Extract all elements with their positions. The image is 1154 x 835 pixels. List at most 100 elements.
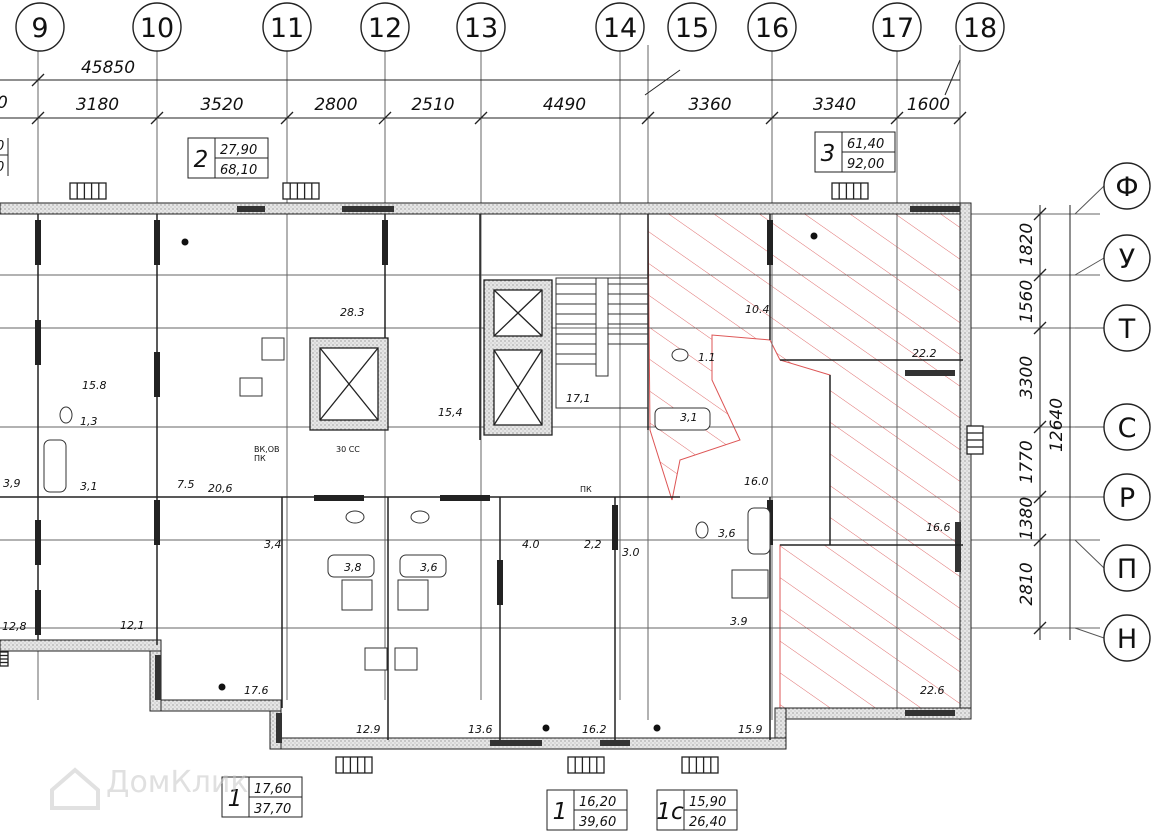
grid-bubble-Н: Н	[1074, 614, 1151, 662]
room-area: 10.4	[745, 303, 770, 316]
apartment-total-area: 37,70	[254, 802, 291, 817]
dimension-tick	[641, 111, 655, 125]
grid-bubble-label: 17	[880, 13, 914, 44]
watermark-text: ДомКлик	[106, 765, 249, 800]
bathroom-fixtures	[43, 337, 771, 671]
grid-bubble-label: Р	[1119, 483, 1135, 514]
grid-bubble-label: 14	[603, 13, 637, 44]
staircase	[555, 277, 649, 409]
grid-bubble-label: 13	[464, 13, 498, 44]
room-area: 15.9	[738, 723, 763, 736]
apartment-rooms: 1	[553, 799, 568, 825]
overall-right-dimension: 12640	[1047, 398, 1067, 452]
watermark: ДомКлик	[50, 765, 249, 810]
left-cut-tag-bottom: 0	[0, 160, 4, 175]
room-area: 2,2	[584, 538, 602, 551]
dimension-tick	[890, 111, 904, 125]
grid-bubble-13: 13	[456, 2, 506, 52]
dimension-ticks	[31, 73, 1047, 635]
apartment-total-area: 26,40	[689, 815, 726, 830]
inner-walls	[0, 214, 963, 740]
room-area: 12,1	[120, 619, 145, 632]
dimension-tick	[1033, 207, 1047, 221]
top-dimension-2800: 2800	[314, 95, 357, 115]
dimension-tick	[1033, 321, 1047, 335]
apartment-living-area: 15,90	[689, 795, 726, 810]
room-area: 20,6	[208, 482, 233, 495]
grid-bubble-18: 18	[955, 2, 1005, 52]
grid-bubble-label: Ф	[1115, 172, 1138, 203]
grid-bubble-У: У	[1074, 234, 1151, 282]
room-area: 1,3	[80, 415, 98, 428]
grid-bubble-11: 11	[262, 2, 312, 52]
grid-bubble-label: 18	[963, 13, 997, 44]
grid-bubble-label: У	[1119, 244, 1135, 275]
room-area: 7.5	[177, 478, 195, 491]
top-dimension-left-cut: 0	[0, 93, 8, 113]
apartment-rooms: 3	[821, 141, 836, 167]
room-area: 22.6	[920, 684, 945, 697]
grid-bubble-label: П	[1117, 554, 1137, 585]
vent-grille	[335, 756, 373, 774]
small-label: ВК,ОВ	[254, 445, 280, 454]
apartment-total-area: 92,00	[847, 157, 884, 172]
room-area: 4.0	[522, 538, 540, 551]
dimension-tick	[31, 73, 45, 87]
grid-bubble-С: С	[1075, 403, 1151, 451]
left-cut-tag: 0 0	[0, 138, 9, 176]
right-dimension-1820: 1820	[1017, 223, 1037, 266]
apartment-rooms: 2	[194, 147, 209, 173]
dimension-tick	[1033, 621, 1047, 635]
grid-bubble-label: Н	[1117, 624, 1137, 655]
right-dimension-lines	[1039, 205, 1071, 640]
apartment-3-hatch	[647, 212, 964, 715]
room-area: 3.9	[730, 615, 748, 628]
room-area: 28.3	[340, 306, 365, 319]
apartment-rooms: 1	[228, 786, 243, 812]
small-label: ПК	[254, 454, 266, 463]
grid-bubble-label: 10	[140, 13, 174, 44]
room-area: 17.6	[244, 684, 269, 697]
top-dimension-3340: 3340	[813, 95, 856, 115]
room-markers	[181, 232, 818, 732]
room-area: 16.0	[744, 475, 769, 488]
dimension-tick	[280, 111, 294, 125]
room-area: 15,4	[438, 406, 463, 419]
top-dimension-2510: 2510	[411, 95, 454, 115]
dimension-tick	[150, 111, 164, 125]
room-area: 12.9	[356, 723, 381, 736]
room-area: 22.2	[912, 347, 937, 360]
right-dimension-1560: 1560	[1017, 280, 1037, 323]
room-area: 3,4	[264, 538, 282, 551]
room-area: 1.1	[698, 351, 716, 364]
room-area: 3.0	[622, 546, 640, 559]
dimension-tick	[1033, 533, 1047, 547]
apartment-total-area: 68,10	[220, 163, 257, 178]
dimension-tick	[953, 111, 967, 125]
grid-bubble-label: 11	[270, 13, 304, 44]
right-dimension-3300: 3300	[1017, 356, 1037, 399]
small-label: ПК	[580, 485, 592, 494]
apartment-tag-2: 3 61,40 92,00	[814, 131, 896, 173]
room-area: 3,1	[80, 480, 98, 493]
room-area: 13.6	[468, 723, 493, 736]
room-area: 3,8	[344, 561, 362, 574]
grid-bubble-12: 12	[360, 2, 410, 52]
grid-bubble-Т: Т	[1075, 304, 1151, 352]
vent-grille	[282, 182, 320, 200]
apartment-living-area: 61,40	[847, 137, 884, 152]
room-area: 3,9	[3, 477, 21, 490]
room-area: 12,8	[2, 620, 27, 633]
grid-bubble-Ф: Ф	[1074, 162, 1151, 215]
grid-bubble-10: 10	[132, 2, 182, 52]
overall-top-dimension: 45850	[81, 58, 135, 78]
dimension-tick	[378, 111, 392, 125]
grid-bubble-П: П	[1074, 539, 1151, 592]
vent-grille	[567, 756, 605, 774]
